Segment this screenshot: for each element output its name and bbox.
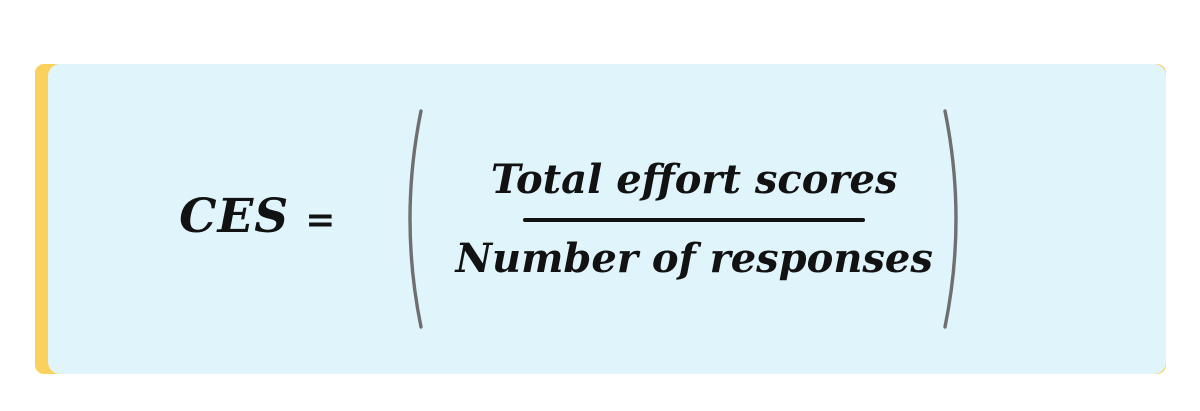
close-paren-icon (943, 109, 958, 329)
formula-lhs: CES = (179, 189, 335, 244)
denominator: Number of responses (455, 234, 933, 282)
fraction: Total effort scores Number of responses (455, 155, 933, 282)
card-body: CES = Total effort scores Number of resp… (48, 64, 1166, 374)
open-paren-icon (408, 109, 424, 329)
formula-card: CES = Total effort scores Number of resp… (35, 64, 1166, 374)
numerator: Total effort scores (490, 155, 898, 203)
ces-label: CES (179, 188, 290, 244)
fraction-bar (523, 217, 866, 222)
equals-sign: = (305, 198, 336, 241)
ces-formula: CES = Total effort scores Number of resp… (179, 107, 969, 331)
